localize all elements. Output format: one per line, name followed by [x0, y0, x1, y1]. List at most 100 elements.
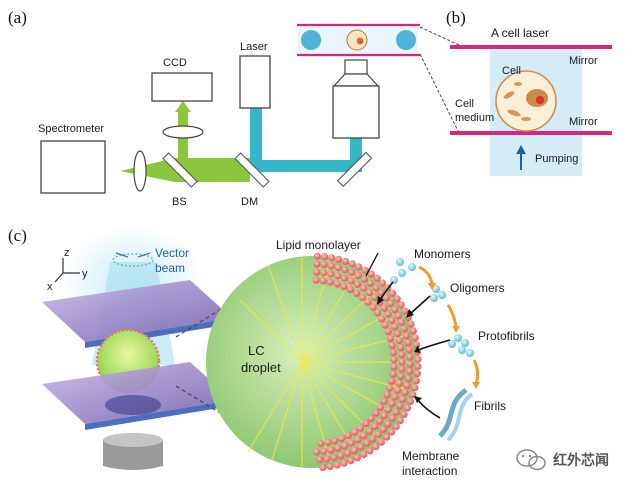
lipid-bead: [377, 438, 385, 446]
lipid-bead: [392, 408, 400, 416]
lipid-bead: [389, 348, 397, 357]
laser-box: [239, 55, 271, 109]
lipid-bead: [391, 305, 399, 314]
spectrometer-lens: [133, 150, 147, 192]
sample-cell-nucleus: [356, 37, 364, 45]
panel-c: (c) z y x Vector beam: [8, 225, 535, 478]
lipid-bead: [376, 417, 384, 425]
cell-fluorophore: [536, 96, 544, 104]
lipid-bead: [313, 448, 321, 456]
lipid-bead: [401, 388, 409, 396]
lipid-bead: [394, 312, 402, 320]
lipid-bead: [353, 454, 361, 462]
lipid-bead: [387, 299, 395, 308]
polarization-arrow-right: [137, 252, 151, 258]
lipid-bead: [397, 372, 405, 380]
lipid-bead: [320, 269, 328, 277]
lipid-bead: [372, 443, 380, 451]
lipid-bead: [378, 315, 386, 323]
lipid-bead: [380, 397, 388, 405]
cell-organelle-1: [503, 91, 515, 99]
lipid-bead: [374, 309, 382, 317]
axis-y-label: y: [82, 268, 88, 280]
fibril-strand-1: [438, 387, 468, 438]
objective-body: [332, 85, 380, 139]
lipid-bead: [363, 439, 371, 447]
lipid-bead: [384, 406, 392, 414]
lipid-bead: [404, 339, 412, 347]
lipid-bead: [348, 268, 356, 276]
lipid-bead: [400, 410, 408, 418]
lipid-bead: [360, 450, 368, 459]
lipid-bead: [414, 362, 422, 370]
wechat-logo: [516, 449, 546, 471]
lipid-bead: [406, 367, 414, 375]
lipid-bead: [379, 279, 387, 287]
lipid-bead: [383, 391, 391, 399]
lipid-bead: [328, 254, 336, 262]
lipid-bead: [327, 270, 335, 278]
cell-body: [495, 70, 557, 132]
bottom-glass-plate: [42, 362, 232, 424]
zoom-line-top: [419, 26, 460, 46]
oligomer-bead-3: [430, 294, 438, 302]
lipid-bead: [312, 268, 321, 276]
lipid-bead: [372, 409, 380, 417]
membrane-interaction-label-1: Membrane: [402, 449, 460, 463]
bs-label: BS: [172, 196, 187, 208]
lipid-bead: [326, 462, 334, 471]
lipid-bead: [399, 395, 407, 403]
ccd-label: CCD: [163, 57, 187, 69]
lipid-bead: [347, 457, 355, 465]
lipid-bead: [331, 437, 339, 445]
oligomer-bead-2: [438, 291, 446, 299]
lipid-bead: [340, 459, 348, 467]
lipid-bead: [406, 353, 414, 361]
lipid-bead: [392, 422, 400, 430]
watermark: 红外芯闻: [516, 449, 609, 471]
lipid-bead: [346, 286, 355, 294]
protofibril-bead-5: [448, 340, 456, 348]
axis-z-label: z: [64, 247, 70, 259]
lipid-bead: [361, 266, 369, 274]
objective-cone: [332, 73, 380, 87]
mirror-top-label: Mirror: [569, 55, 598, 67]
lipid-bead: [366, 447, 374, 455]
lipid-bead: [393, 386, 402, 394]
lipid-bead: [341, 266, 349, 274]
cell-organelle-4: [514, 82, 522, 86]
lipid-bead: [384, 420, 392, 428]
monomer-2: [408, 263, 416, 271]
lipid-bead: [323, 455, 331, 463]
lipid-bead: [312, 276, 320, 284]
lipid-bead: [397, 301, 405, 309]
lipid-monolayer-label: Lipid monolayer: [276, 238, 361, 252]
lipid-bead: [320, 253, 329, 261]
fibril-strand-2: [446, 392, 474, 442]
lipid-bead: [334, 264, 342, 272]
cell-medium-label-1: Cell: [455, 98, 474, 110]
lipid-bead: [403, 381, 411, 390]
lipid-bead: [320, 447, 328, 455]
cell-laser-title: A cell laser: [491, 26, 549, 40]
pumping-arrow-head: [516, 145, 526, 154]
lipid-bead: [324, 438, 332, 447]
lipid-bead: [397, 318, 406, 326]
lipid-bead: [333, 461, 341, 469]
lipid-bead: [396, 402, 404, 410]
mirror-bottom-label: Mirror: [569, 116, 598, 128]
lipid-bead: [353, 289, 361, 297]
process-arrowhead-3: [472, 382, 480, 389]
process-arrowhead-2: [452, 326, 460, 333]
lipid-bead: [395, 336, 403, 345]
lipid-bead: [359, 293, 367, 302]
lipid-bead: [347, 439, 355, 447]
monomers-label: Monomers: [414, 247, 471, 261]
lipid-bead: [388, 399, 396, 408]
lipid-bead: [347, 277, 355, 285]
protofibrils-label: Protofibrils: [478, 329, 535, 343]
lipid-pointer: [365, 252, 379, 277]
lipid-bead: [365, 427, 373, 435]
lipid-bead: [344, 449, 352, 457]
